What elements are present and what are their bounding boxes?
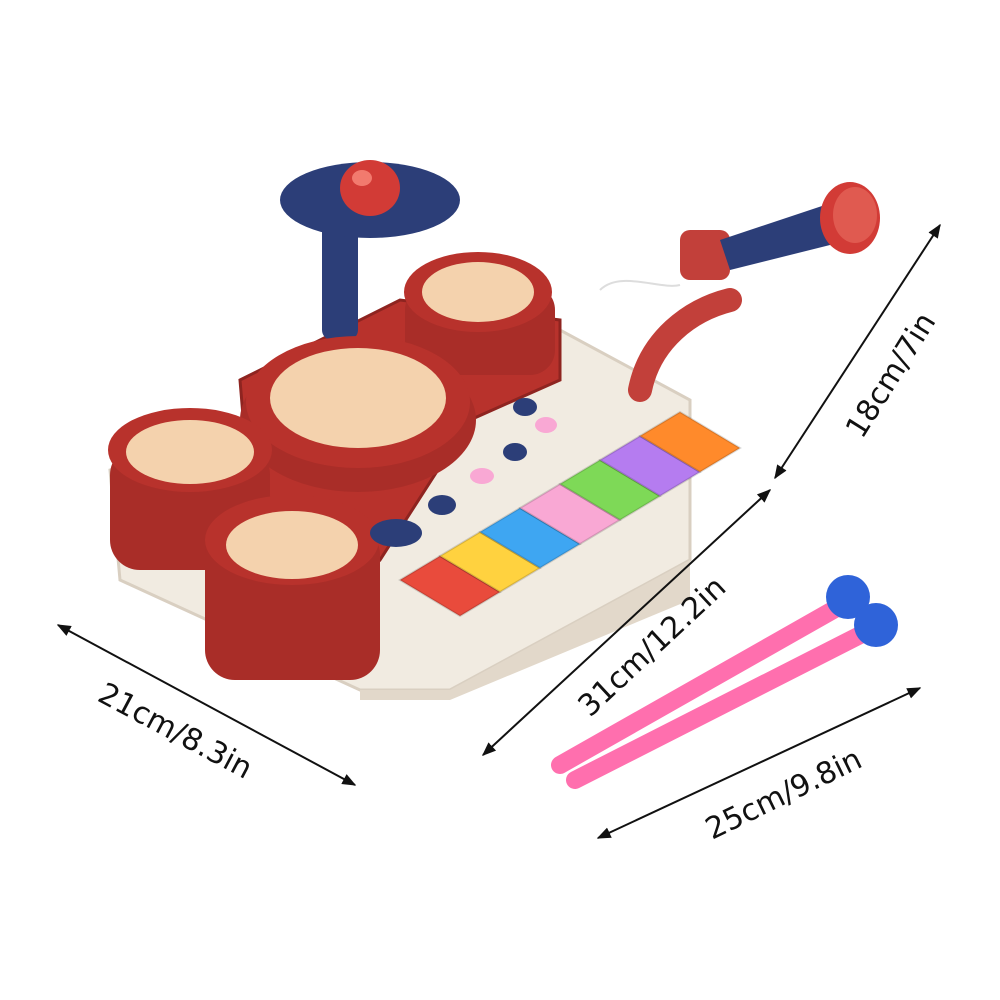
cymbal <box>280 160 460 340</box>
stick-dimension-label: 25cm/9.8in <box>700 742 867 848</box>
drum-center <box>240 336 476 492</box>
microphone <box>599 182 880 402</box>
drum-front <box>205 495 380 680</box>
dimension-arrows <box>56 223 941 839</box>
piano-key <box>638 410 742 474</box>
height-dimension-label: 18cm/7in <box>839 307 943 445</box>
control-buttons <box>370 398 557 547</box>
width-dimension-label: 21cm/8.3in <box>92 676 258 786</box>
drum-top-right <box>404 252 555 375</box>
